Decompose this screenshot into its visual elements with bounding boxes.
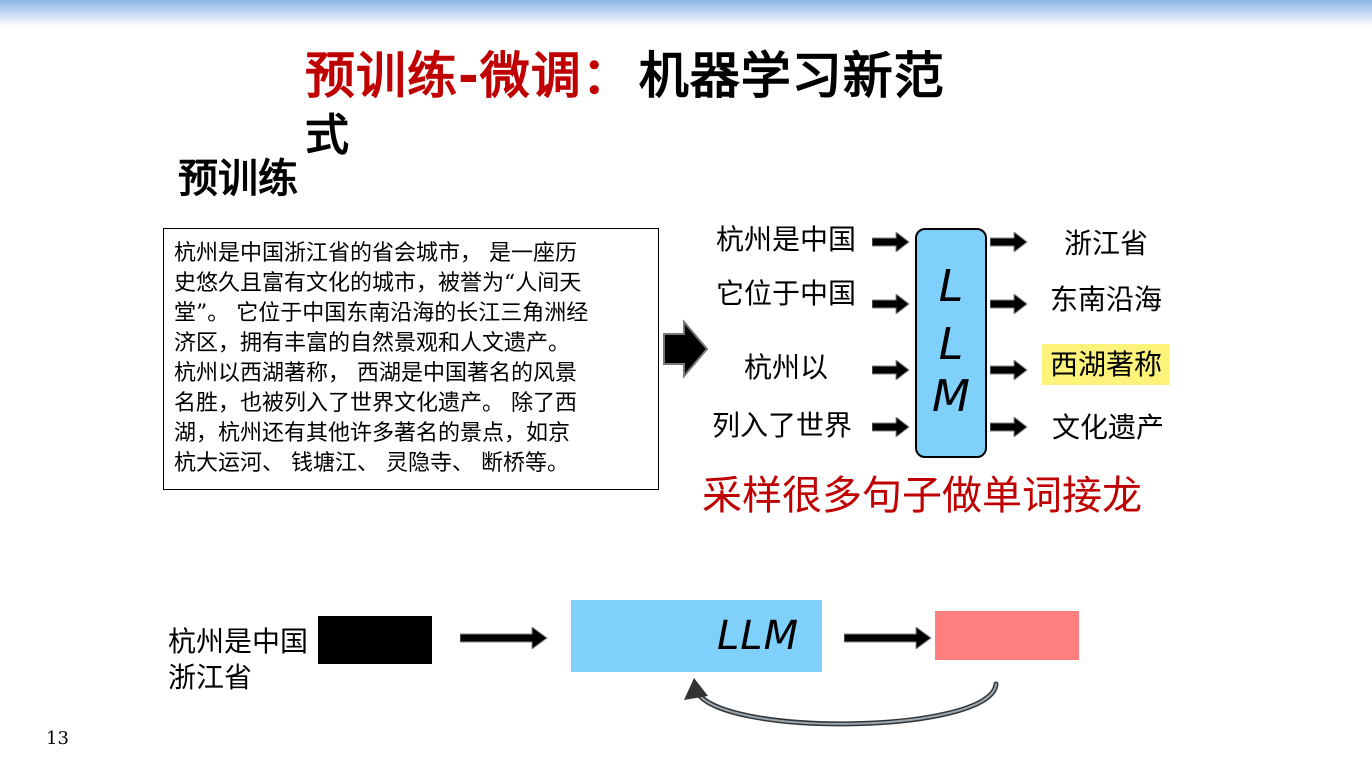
pretraining-corpus-box: 杭州是中国浙江省的省会城市， 是一座历 史悠久且富有文化的城市，被誉为“人间天 … xyxy=(163,228,659,490)
bottom-input-text: 杭州是中国 浙江省 xyxy=(168,624,308,696)
masked-token-block xyxy=(318,616,432,664)
corpus-line: 杭州以西湖著称， 西湖是中国著名的风景 xyxy=(174,361,577,386)
bottom-input-line: 浙江省 xyxy=(168,661,253,694)
corpus-line: 史悠久且富有文化的城市，被誉为“人间天 xyxy=(174,271,582,296)
corpus-line: 杭州是中国浙江省的省会城市， 是一座历 xyxy=(174,241,577,266)
predicted-output-block xyxy=(935,611,1079,660)
input-prefix-3: 杭州以 xyxy=(744,351,829,384)
top-banner xyxy=(0,0,1372,26)
right-arrow-icon xyxy=(872,232,910,252)
input-prefix-1: 杭州是中国 xyxy=(716,223,857,256)
bottom-input-line: 杭州是中国 xyxy=(168,625,309,658)
caption-sampling: 采样很多句子做单词接龙 xyxy=(702,473,1142,519)
corpus-line: 杭大运河、 钱塘江、 灵隐寺、 断桥等。 xyxy=(174,451,569,476)
llm-block-horizontal: LLM xyxy=(571,600,822,672)
input-prefix-2: 它位于中国 xyxy=(716,277,857,310)
right-arrow-icon xyxy=(990,232,1028,252)
title-wrap-char: 式 xyxy=(305,110,349,161)
right-arrow-icon xyxy=(872,294,910,314)
output-token-4: 文化遗产 xyxy=(1052,411,1165,444)
slide-title: 预训练-微调：机器学习新范 xyxy=(305,44,1065,108)
corpus-line: 名胜，也被列入了世界文化遗产。 除了西 xyxy=(174,391,577,416)
right-arrow-icon xyxy=(872,360,910,380)
title-black-part: 机器学习新范 xyxy=(638,47,945,105)
title-red-part: 预训练-微调： xyxy=(305,47,633,105)
section-heading: 预训练 xyxy=(178,156,298,202)
output-token-1: 浙江省 xyxy=(1064,227,1149,260)
feedback-loop-arrow-icon xyxy=(684,678,999,727)
corpus-line: 济区，拥有丰富的自然景观和人文遗产。 xyxy=(174,331,571,356)
input-prefix-4: 列入了世界 xyxy=(712,409,853,442)
llm-letter: L xyxy=(938,261,964,312)
page-number: 13 xyxy=(46,728,69,749)
llm-label: LLM xyxy=(717,613,800,659)
right-arrow-icon xyxy=(990,360,1028,380)
output-token-2: 东南沿海 xyxy=(1050,283,1163,316)
corpus-line: 堂”。 它位于中国东南沿海的长江三角洲经 xyxy=(174,301,589,326)
corpus-line: 湖，杭州还有其他许多著名的景点，如京 xyxy=(174,421,571,446)
highlighted-output: 西湖著称 xyxy=(1042,344,1171,385)
right-arrow-icon xyxy=(990,294,1028,314)
llm-letter: M xyxy=(932,371,970,422)
llm-letter: L xyxy=(938,319,964,370)
right-arrow-icon xyxy=(990,417,1028,437)
big-right-arrow-icon xyxy=(663,319,709,379)
right-arrow-icon xyxy=(844,627,932,649)
output-token-3-highlighted: 西湖著称 xyxy=(1042,344,1171,385)
right-arrow-icon xyxy=(460,627,548,649)
llm-block-vertical: L L M xyxy=(915,228,987,458)
right-arrow-icon xyxy=(872,417,910,437)
